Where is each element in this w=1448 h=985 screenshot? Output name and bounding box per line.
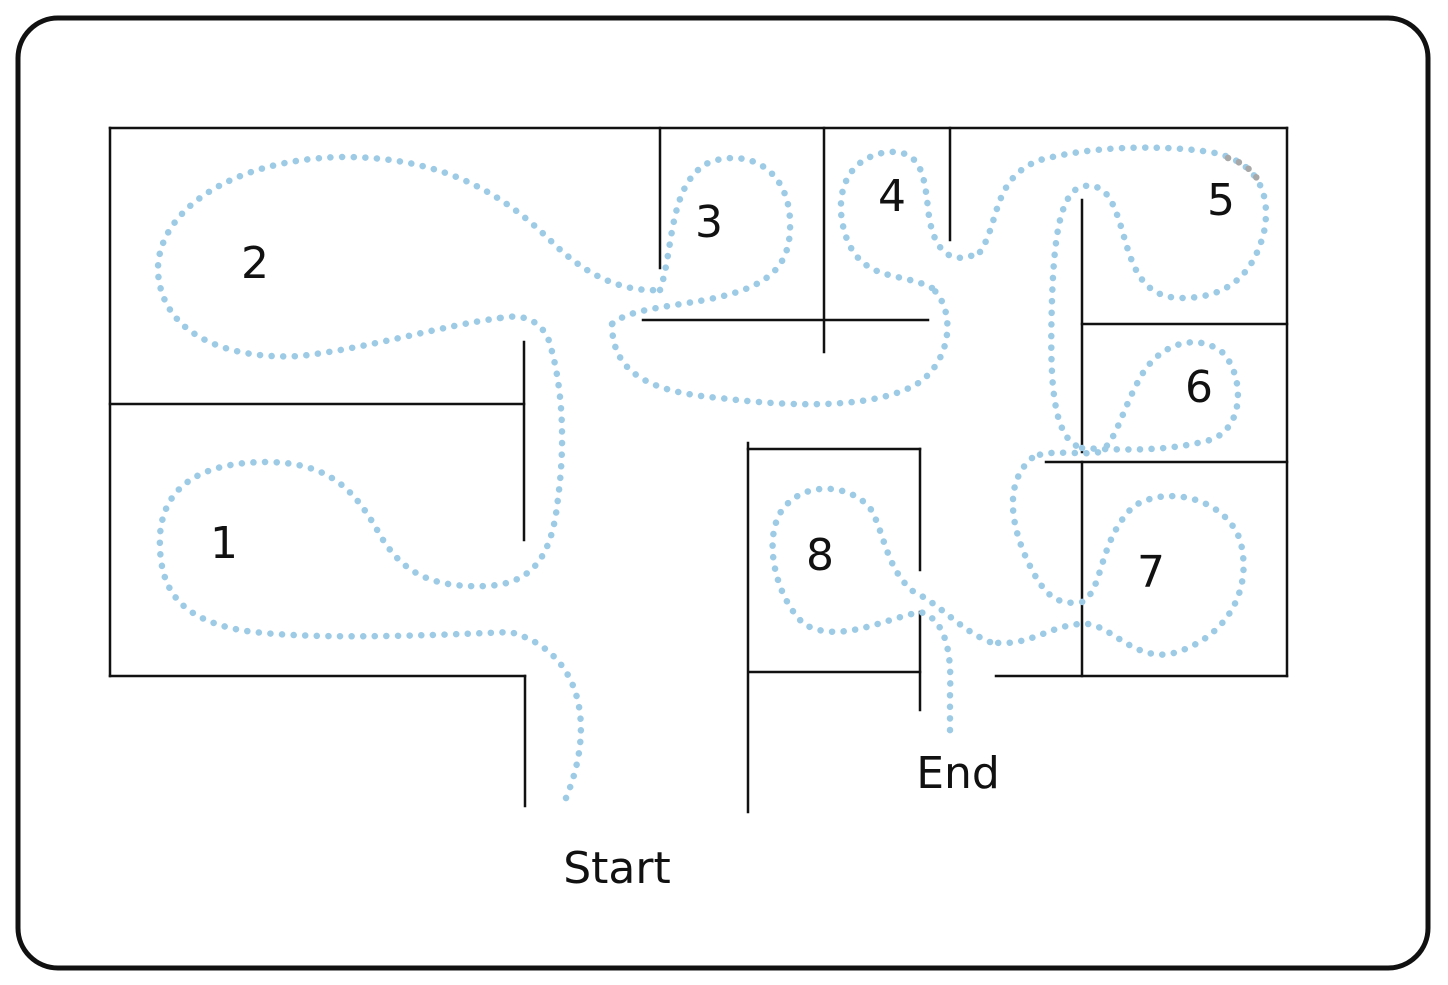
maze-walls: [108, 126, 1289, 814]
room-label-2: 2: [241, 238, 269, 289]
path-lower-loop: [608, 284, 951, 408]
room-label-5: 5: [1207, 175, 1235, 226]
outer-frame: [15, 15, 1431, 971]
room-label-6: 6: [1185, 362, 1213, 413]
room-label-4: 4: [878, 171, 906, 222]
path-exit-marker: [1224, 154, 1262, 184]
path-room6-loop: [1028, 339, 1242, 462]
room-label-7: 7: [1137, 547, 1165, 598]
start-label: Start: [563, 843, 671, 894]
end-label: End: [916, 748, 1000, 799]
room-label-3: 3: [695, 197, 723, 248]
room-labels: 1 2 3 4 5 6 7 8: [210, 171, 1235, 598]
room-label-8: 8: [806, 530, 834, 581]
path-room4-loop: [837, 148, 984, 292]
solution-path: [154, 144, 1270, 802]
path-room3-loop: [608, 154, 794, 328]
path-room5-loop: [976, 144, 1270, 452]
room-label-1: 1: [210, 518, 238, 569]
path-room7-loop: [986, 454, 1247, 658]
path-room2-loop: [154, 153, 664, 360]
path-start-to-room1: [156, 313, 585, 802]
path-room8-loop-to-end: [769, 485, 994, 742]
